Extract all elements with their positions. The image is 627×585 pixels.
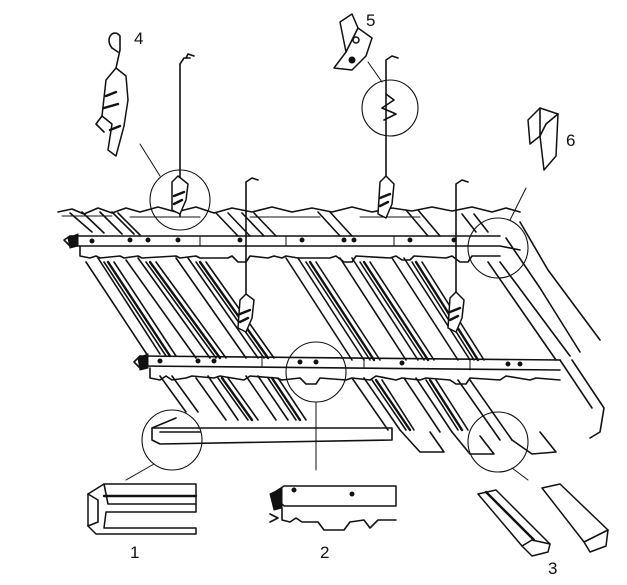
callout-2: 2 xyxy=(320,543,329,562)
callout-6: 6 xyxy=(566,131,575,150)
callout-1: 1 xyxy=(130,543,139,562)
callout-4: 4 xyxy=(134,29,143,48)
callout-5: 5 xyxy=(366,11,375,30)
carrier-rail-bottom xyxy=(151,417,393,445)
suspension-hangers xyxy=(171,53,469,333)
ceiling-structure xyxy=(57,206,521,218)
detail-2-carrier xyxy=(269,485,397,531)
carrier-rail-top xyxy=(63,233,521,263)
detail-circles xyxy=(125,61,529,481)
carrier-rail-middle xyxy=(133,353,561,385)
callout-labels: 4 5 6 1 2 3 xyxy=(130,11,575,578)
ceiling-slats xyxy=(69,209,605,455)
detail-3-slat xyxy=(477,483,609,557)
detail-angle-bracket xyxy=(333,13,373,71)
detail-end-clip xyxy=(527,107,559,171)
detail-hanger-clip xyxy=(95,32,129,157)
detail-1-channel xyxy=(87,483,198,535)
callout-3: 3 xyxy=(548,559,557,578)
